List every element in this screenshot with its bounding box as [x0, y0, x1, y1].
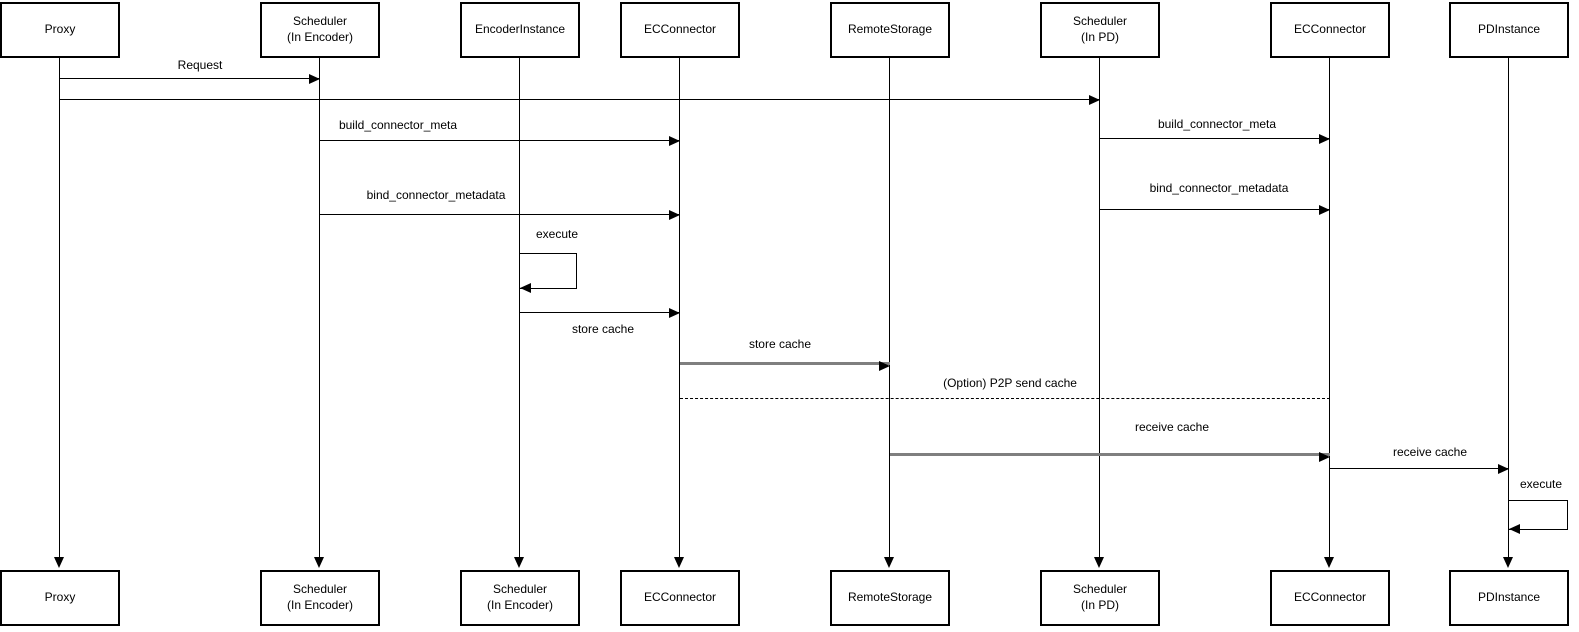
message-label-store-cache-1: store cache: [571, 322, 635, 336]
actor-bottom-remote-storage: RemoteStorage: [830, 570, 950, 626]
self-call-execute-encoder-instance: [520, 253, 577, 293]
actor-top-ec-connector-encoder: ECConnector: [620, 2, 740, 58]
actor-bottom-pd-instance: PDInstance: [1449, 570, 1569, 626]
actor-label: ECConnector: [643, 22, 717, 37]
self-call-execute-pd-instance: [1509, 500, 1568, 534]
message-arrow-proxy-to-scheduler-pd: [60, 95, 1100, 106]
actor-label: ECConnector: [1293, 590, 1367, 605]
actor-label: Scheduler (In Encoder): [286, 582, 354, 612]
actor-top-encoder-instance: EncoderInstance: [460, 2, 580, 58]
actor-top-proxy: Proxy: [0, 2, 120, 58]
actor-label: Scheduler (In PD): [1072, 14, 1128, 44]
actor-label: Scheduler (In PD): [1072, 582, 1128, 612]
actor-top-ec-connector-pd: ECConnector: [1270, 2, 1390, 58]
lifeline-proxy: [59, 58, 60, 558]
message-dashed-p2p-send-cache: [680, 398, 1330, 399]
message-label-bind-connector-metadata-pd: bind_connector_metadata: [1149, 181, 1289, 195]
actor-bottom-ec-connector-pd: ECConnector: [1270, 570, 1390, 626]
lifeline-end-arrow-icon: [54, 557, 64, 568]
actor-top-scheduler-pd: Scheduler (In PD): [1040, 2, 1160, 58]
actor-bottom-ec-connector-encoder: ECConnector: [620, 570, 740, 626]
message-arrow-bind-connector-metadata-pd: [1100, 205, 1330, 216]
lifeline-end-arrow-icon: [1324, 557, 1334, 568]
message-arrow-build-connector-meta-encoder: [320, 136, 680, 147]
message-arrow-build-connector-meta-pd: [1100, 134, 1330, 145]
lifeline-scheduler-encoder: [319, 58, 320, 558]
lifeline-scheduler-pd: [1099, 58, 1100, 558]
actor-label: EncoderInstance: [474, 22, 566, 37]
message-label-execute-pd: execute: [1519, 477, 1563, 491]
message-label-build-connector-meta-encoder: build_connector_meta: [338, 118, 458, 132]
message-label-build-connector-meta-pd: build_connector_meta: [1157, 117, 1277, 131]
actor-label: Scheduler (In Encoder): [486, 582, 554, 612]
message-label-p2p-send-cache: (Option) P2P send cache: [943, 376, 1077, 390]
message-label-bind-connector-metadata-encoder: bind_connector_metadata: [366, 188, 506, 202]
lifeline-ec-connector-pd: [1329, 58, 1330, 558]
actor-label: RemoteStorage: [847, 590, 933, 605]
actor-bottom-proxy: Proxy: [0, 570, 120, 626]
actor-top-remote-storage: RemoteStorage: [830, 2, 950, 58]
lifeline-end-arrow-icon: [884, 557, 894, 568]
lifeline-end-arrow-icon: [674, 557, 684, 568]
message-label-receive-cache-2: receive cache: [1392, 445, 1468, 459]
message-label-receive-cache-1: receive cache: [1134, 420, 1210, 434]
actor-label: ECConnector: [643, 590, 717, 605]
message-arrow-receive-cache-to-ec-connector: [890, 452, 1330, 462]
message-label-request: Request: [177, 58, 223, 72]
actor-top-scheduler-encoder: Scheduler (In Encoder): [260, 2, 380, 58]
actor-label: Scheduler (In Encoder): [286, 14, 354, 44]
lifeline-end-arrow-icon: [1503, 557, 1513, 568]
lifeline-pd-instance: [1508, 58, 1509, 558]
lifeline-end-arrow-icon: [1094, 557, 1104, 568]
actor-label: RemoteStorage: [847, 22, 933, 37]
message-label-execute-encoder: execute: [535, 227, 579, 241]
actor-top-pd-instance: PDInstance: [1449, 2, 1569, 58]
message-arrow-request: [60, 74, 320, 85]
lifeline-end-arrow-icon: [314, 557, 324, 568]
actor-label: Proxy: [44, 22, 76, 37]
lifeline-encoder-instance: [519, 58, 520, 558]
message-arrow-store-cache-to-ec-connector: [520, 308, 680, 319]
actor-bottom-scheduler-encoder-2: Scheduler (In Encoder): [460, 570, 580, 626]
message-arrow-store-cache-to-remote-storage: [680, 361, 890, 371]
actor-bottom-scheduler-encoder: Scheduler (In Encoder): [260, 570, 380, 626]
actor-label: PDInstance: [1477, 22, 1541, 37]
message-arrow-receive-cache-to-pd-instance: [1330, 464, 1509, 475]
lifeline-remote-storage: [889, 58, 890, 558]
message-arrow-bind-connector-metadata-encoder: [320, 210, 680, 221]
lifeline-end-arrow-icon: [514, 557, 524, 568]
actor-label: ECConnector: [1293, 22, 1367, 37]
lifeline-ec-connector-encoder: [679, 58, 680, 558]
actor-label: PDInstance: [1477, 590, 1541, 605]
message-label-store-cache-2: store cache: [748, 337, 812, 351]
actor-bottom-scheduler-pd: Scheduler (In PD): [1040, 570, 1160, 626]
actor-label: Proxy: [44, 590, 76, 605]
